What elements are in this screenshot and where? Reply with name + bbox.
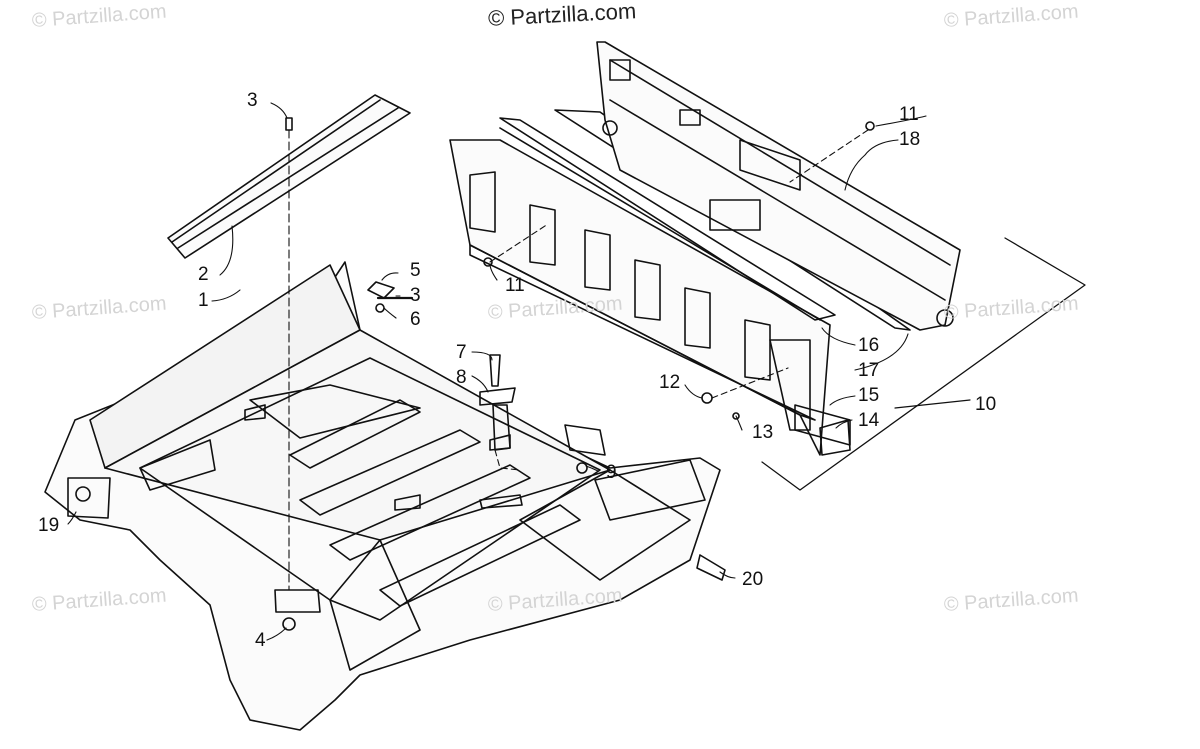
callout-3: 3: [247, 90, 258, 111]
callout-8: 8: [456, 367, 467, 388]
callout-10: 10: [975, 394, 997, 415]
callout-12: 12: [659, 372, 681, 393]
callout-2: 2: [198, 264, 209, 285]
tailgate: [449, 41, 961, 456]
callout-3: 3: [410, 285, 421, 306]
fasteners: [274, 117, 875, 631]
rail: [167, 94, 411, 259]
callout-4: 4: [255, 630, 266, 651]
callout-16: 16: [858, 335, 880, 356]
callout-15: 15: [858, 385, 880, 406]
callout-5: 5: [410, 260, 421, 281]
callout-7: 7: [456, 342, 467, 363]
callout-14: 14: [858, 410, 880, 431]
callout-6: 6: [410, 309, 421, 330]
callout-13: 13: [752, 422, 774, 443]
callout-11: 11: [899, 104, 919, 125]
cargo-box: [44, 261, 726, 731]
callout-11: 11: [505, 275, 525, 296]
callout-9: 9: [606, 462, 617, 483]
callout-1: 1: [198, 290, 209, 311]
callout-18: 18: [899, 129, 921, 150]
leader-lines: [67, 102, 927, 641]
callout-19: 19: [38, 515, 60, 536]
callout-20: 20: [742, 569, 764, 590]
callout-17: 17: [858, 360, 880, 381]
